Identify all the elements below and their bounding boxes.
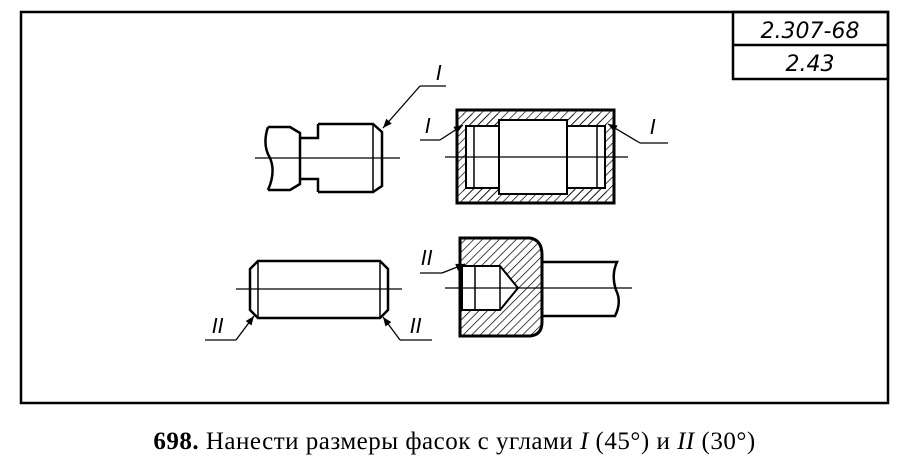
drawing-frame: [19, 10, 890, 405]
title-stamp: 2.307-68 2.43: [731, 10, 890, 81]
caption-conj: и: [656, 428, 671, 455]
caption-angle-one: (45°): [595, 428, 650, 455]
label-chamfer-1b: I: [425, 114, 431, 138]
label-chamfer-1a: I: [436, 61, 442, 85]
stamp-sheet: 2.43: [786, 52, 835, 77]
stamp-standard: 2.307-68: [761, 19, 860, 44]
label-chamfer-1c: I: [650, 115, 656, 139]
stepped-shaft-section: [458, 236, 620, 338]
caption-number: 698.: [153, 428, 200, 455]
caption-roman-one: I: [579, 428, 589, 455]
caption-text: Нанести размеры фасок с углами: [205, 428, 574, 455]
label-chamfer-2a: II: [212, 314, 224, 338]
label-chamfer-2b: II: [410, 314, 422, 338]
figure-caption: 698. Нанести размеры фасок с углами I (4…: [0, 428, 909, 456]
caption-roman-two: II: [677, 428, 695, 455]
technical-drawing: 2.307-68 2.43 I I I: [19, 10, 890, 405]
label-chamfer-2c: II: [421, 246, 433, 270]
caption-angle-two: (30°): [701, 428, 756, 455]
